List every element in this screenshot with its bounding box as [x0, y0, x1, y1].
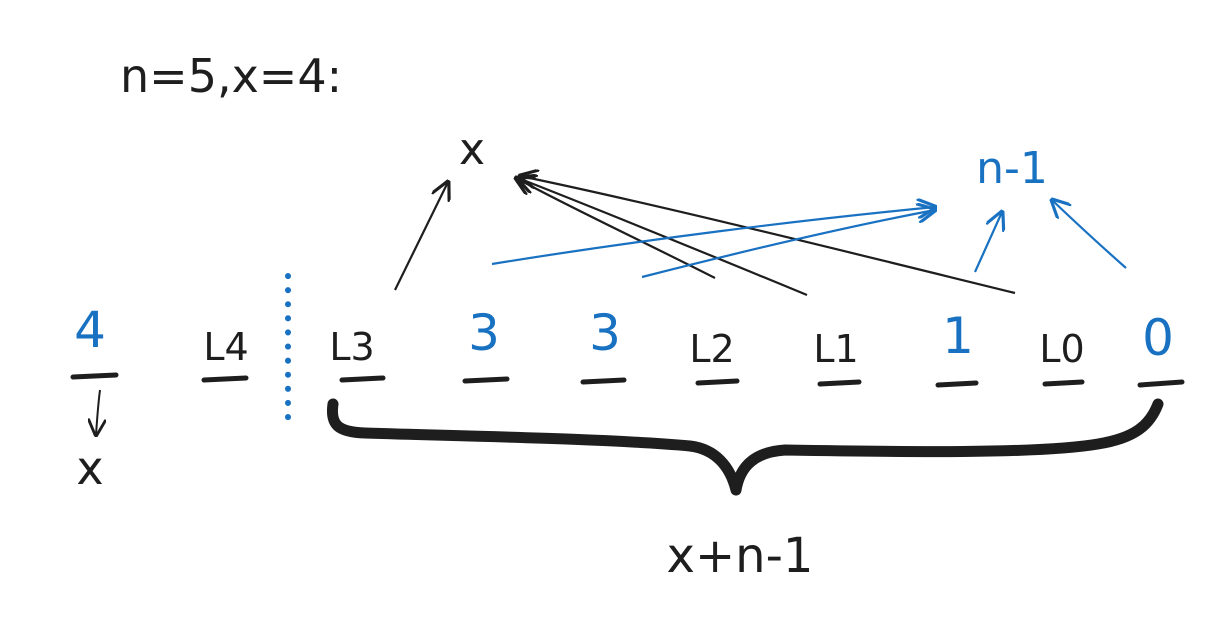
arrow-l3-to-x	[394, 182, 448, 291]
slot-underscore-8	[1042, 379, 1085, 387]
slot-underscore-0	[70, 372, 119, 380]
slot-label-4: 3	[589, 304, 621, 362]
slot-underscores	[70, 372, 1185, 388]
slot-label-5: L2	[689, 327, 734, 371]
heading: n=5,x=4:	[120, 49, 342, 103]
slot-label-7: 1	[942, 307, 974, 365]
slot-underscore-9	[1137, 379, 1185, 388]
slot-label-2: L3	[329, 325, 374, 369]
arrow-l0-to-x	[520, 176, 1016, 295]
slot-underscore-6	[817, 379, 862, 387]
arrow-1-to-n-minus-1	[973, 212, 1002, 273]
n-minus-1-target-label: n-1	[976, 143, 1048, 194]
slot-label-1: L4	[203, 325, 248, 369]
slot-underscore-4	[580, 377, 627, 385]
arrow-3a-to-n-minus-1	[491, 207, 935, 266]
curly-brace	[326, 398, 1164, 496]
slot-underscore-7	[935, 380, 979, 388]
arrow-l2-to-x	[516, 178, 716, 279]
slot-underscore-1	[201, 375, 249, 383]
slot-label-9: 0	[1142, 309, 1174, 367]
brace-label: x+n-1	[667, 528, 814, 584]
slot-label-6: L1	[813, 327, 858, 371]
arrows-to-x	[394, 176, 1016, 297]
slot-underscore-3	[462, 376, 510, 384]
arrow-l1-to-x	[518, 178, 808, 297]
arrows-to-n-minus-1	[491, 200, 1127, 279]
arrow-3b-to-n-minus-1	[641, 210, 935, 279]
x-target-label: x	[459, 124, 485, 175]
slot-underscore-2	[339, 375, 386, 383]
slot-label-8: L0	[1039, 327, 1084, 371]
first-slot-down-arrow	[96, 389, 100, 435]
first-slot-down-label: x	[76, 441, 103, 495]
arrow-0-to-n-minus-1	[1052, 200, 1127, 269]
slot-label-3: 3	[468, 304, 500, 362]
slot-label-0: 4	[74, 301, 106, 359]
slot-labels: 4 L4 L3 3 3 L2 L1 1 L0 0	[74, 301, 1174, 371]
slot-underscore-5	[695, 378, 740, 386]
